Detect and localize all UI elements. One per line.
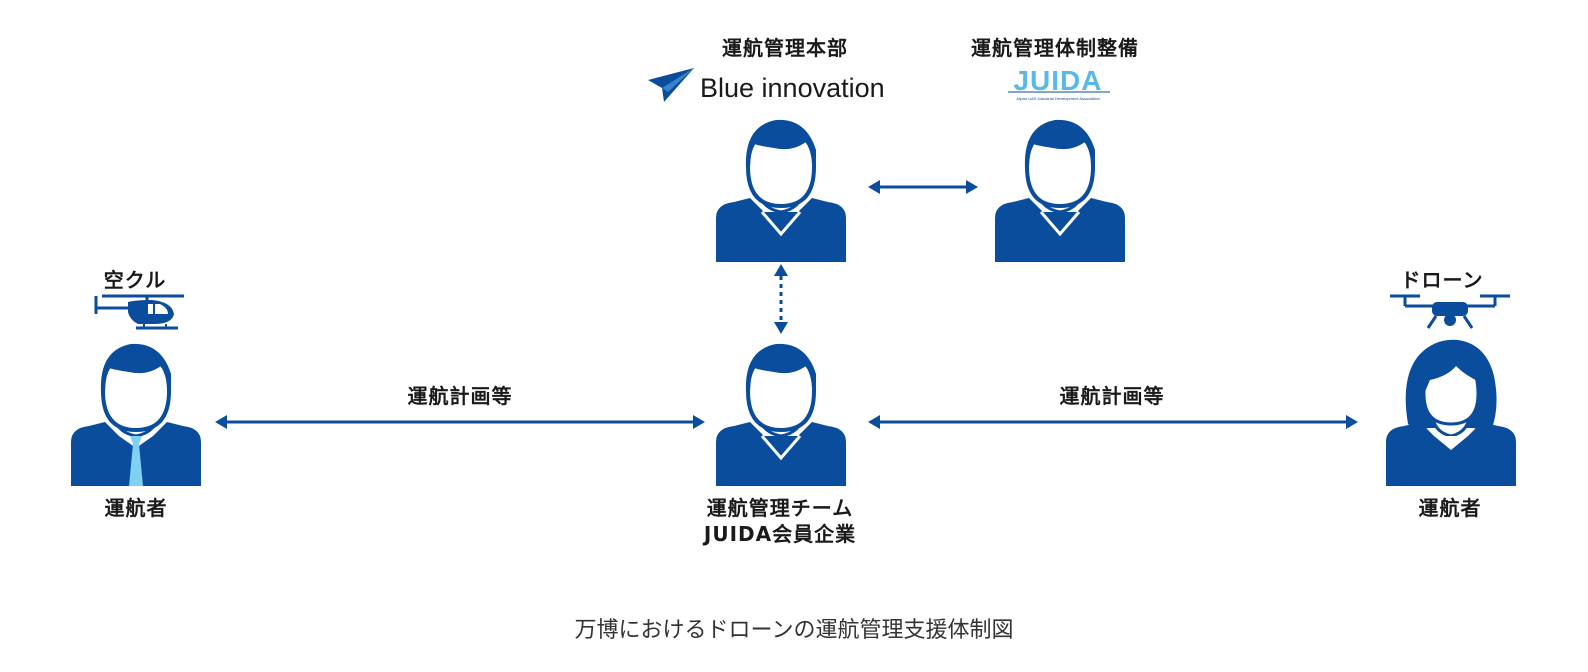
blue-innovation-logo: Blue innovation <box>648 68 885 103</box>
hq-juida-arrow <box>868 180 978 194</box>
center-right-arrow <box>868 415 1358 429</box>
figure-caption: 万博におけるドローンの運航管理支援体制図 <box>574 618 1014 643</box>
juida-logo-subtext: Japan UAS Industrial Development Associa… <box>1016 96 1100 101</box>
center-role-label-line2: JUIDA会員企業 <box>703 522 857 546</box>
person-operator-right-icon <box>1386 339 1516 486</box>
drone-icon <box>1390 294 1510 329</box>
aircraft-left-label: 空クル <box>103 268 167 292</box>
edge-left-label: 運航計画等 <box>407 384 513 408</box>
aircraft-right-label: ドローン <box>1400 268 1484 292</box>
person-operator-left-icon <box>71 343 201 486</box>
person-center-icon <box>716 343 846 486</box>
juida-logo-text: JUIDA <box>1013 65 1102 96</box>
juida-role-label: 運航管理体制整備 <box>971 36 1139 60</box>
edge-right-label: 運航計画等 <box>1059 384 1165 408</box>
center-role-label-line1: 運航管理チーム <box>706 496 854 520</box>
hq-center-dashed-arrow <box>774 264 788 334</box>
left-center-arrow <box>215 415 705 429</box>
person-hq-icon <box>716 119 846 262</box>
person-juida-icon <box>995 119 1125 262</box>
juida-logo: JUIDA Japan UAS Industrial Development A… <box>1008 65 1110 101</box>
hq-role-label: 運航管理本部 <box>722 36 848 60</box>
operator-right-label: 運航者 <box>1418 496 1482 520</box>
operator-left-label: 運航者 <box>104 496 168 520</box>
helicopter-icon <box>94 294 184 330</box>
blue-innovation-wordmark: Blue innovation <box>700 73 885 103</box>
necktie-icon <box>129 436 143 486</box>
